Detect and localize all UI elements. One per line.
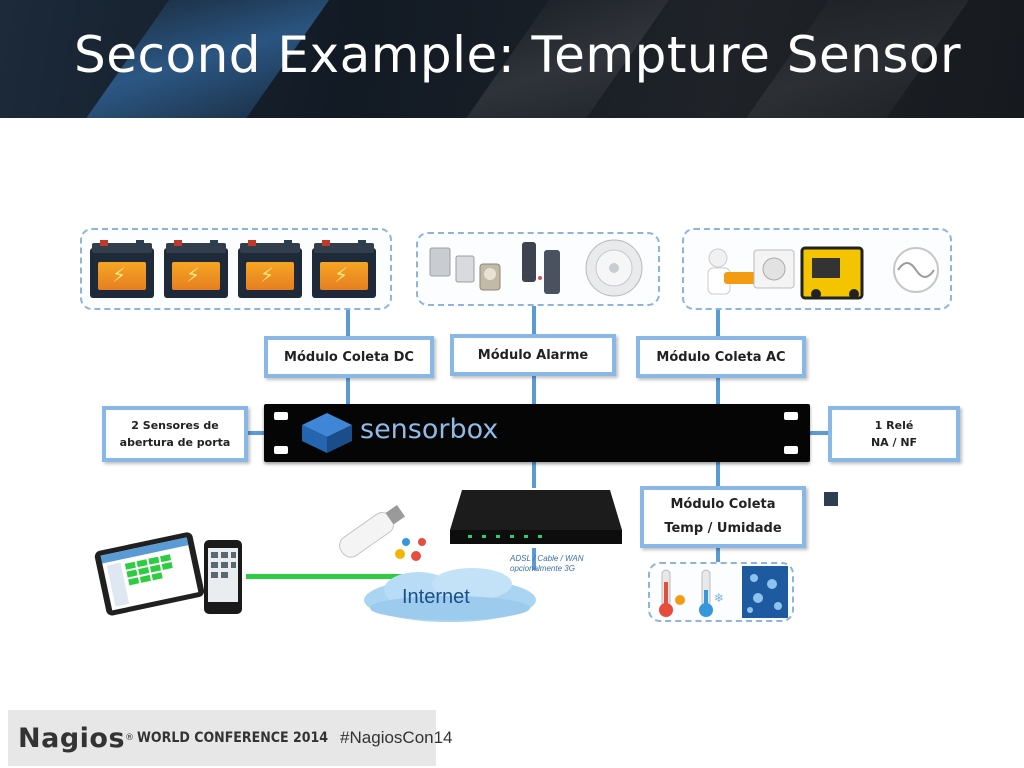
battery-icon: ⚡ [312,240,376,298]
module-coleta-ac: Módulo Coleta AC [636,336,806,378]
rele-line-2: NA / NF [870,436,918,449]
connector-dc-top [346,308,350,340]
small-square-marker [824,492,838,506]
battery-icon: ⚡ [238,240,302,298]
sensorbox-device: sensorbox [264,404,810,462]
svg-text:❄: ❄ [714,591,724,605]
router-note-line-2: opcionalmente 3G [510,564,575,573]
tablet-phone-icon [94,532,242,616]
sensores-line-1: 2 Sensores de [131,419,219,432]
sensores-line-2: abertura de porta [119,436,231,449]
connector-ac-rack [716,376,720,406]
conference-hashtag: #NagiosCon14 [340,728,453,747]
connector-dc-rack [346,376,350,406]
connector-app-internet [246,574,406,579]
router-note: ADSL / Cable / WAN opcionalmente 3G [510,554,584,574]
sensorbox-architecture-diagram: ⚡ ⚡ ⚡ ⚡ [70,222,970,632]
battery-icon: ⚡ [90,240,154,298]
module-alarme: Módulo Alarme [450,334,616,376]
alarm-sensors-icon [429,239,643,297]
module-rele: 1 Relé NA / NF [828,406,960,462]
internet-label: Internet [402,586,470,608]
connector-sensores-rack [246,431,266,435]
temp-line-1: Módulo Coleta [670,497,776,512]
conference-label: WORLD CONFERENCE 2014 [137,730,329,746]
connector-rele-rack [810,431,832,435]
nagios-logo: Nagios [18,722,126,754]
ac-power-icons [707,246,939,300]
temp-sensor-group: ❄ [648,562,794,622]
router-note-line-1: ADSL / Cable / WAN [510,554,584,563]
router-icon [450,490,622,544]
connector-rack-temp [716,460,720,488]
alarm-sensor-group [416,232,660,306]
ac-power-group [682,228,952,310]
registered-mark: ® [125,733,135,743]
battery-group: ⚡ ⚡ ⚡ ⚡ [80,228,392,310]
connector-router-internet [532,548,536,570]
connector-temp-sensors [716,546,720,566]
connector-rack-router [532,460,536,488]
connector-alarme-rack [532,376,536,406]
thermometer-humidity-icons: ❄ [659,566,788,618]
connector-ac-top [716,308,720,340]
slide-title: Second Example: Tempture Sensor [74,26,962,84]
connector-alarme-top [532,304,536,338]
rele-line-1: 1 Relé [874,419,914,432]
module-sensores-porta: 2 Sensores de abertura de porta [102,406,248,462]
internet-cloud-icon [364,568,536,622]
slide-header: Second Example: Tempture Sensor [0,0,1024,118]
usb-modem-icon [339,504,426,561]
module-coleta-temp: Módulo Coleta Temp / Umidade [640,486,806,548]
sensorbox-brand-label: sensorbox [360,414,499,445]
conference-footer: Nagios ® WORLD CONFERENCE 2014 #NagiosCo… [8,710,453,766]
battery-icon: ⚡ [164,240,228,298]
temp-line-2: Temp / Umidade [664,521,782,536]
sensorbox-cube-icon [302,413,352,453]
module-coleta-dc: Módulo Coleta DC [264,336,434,378]
